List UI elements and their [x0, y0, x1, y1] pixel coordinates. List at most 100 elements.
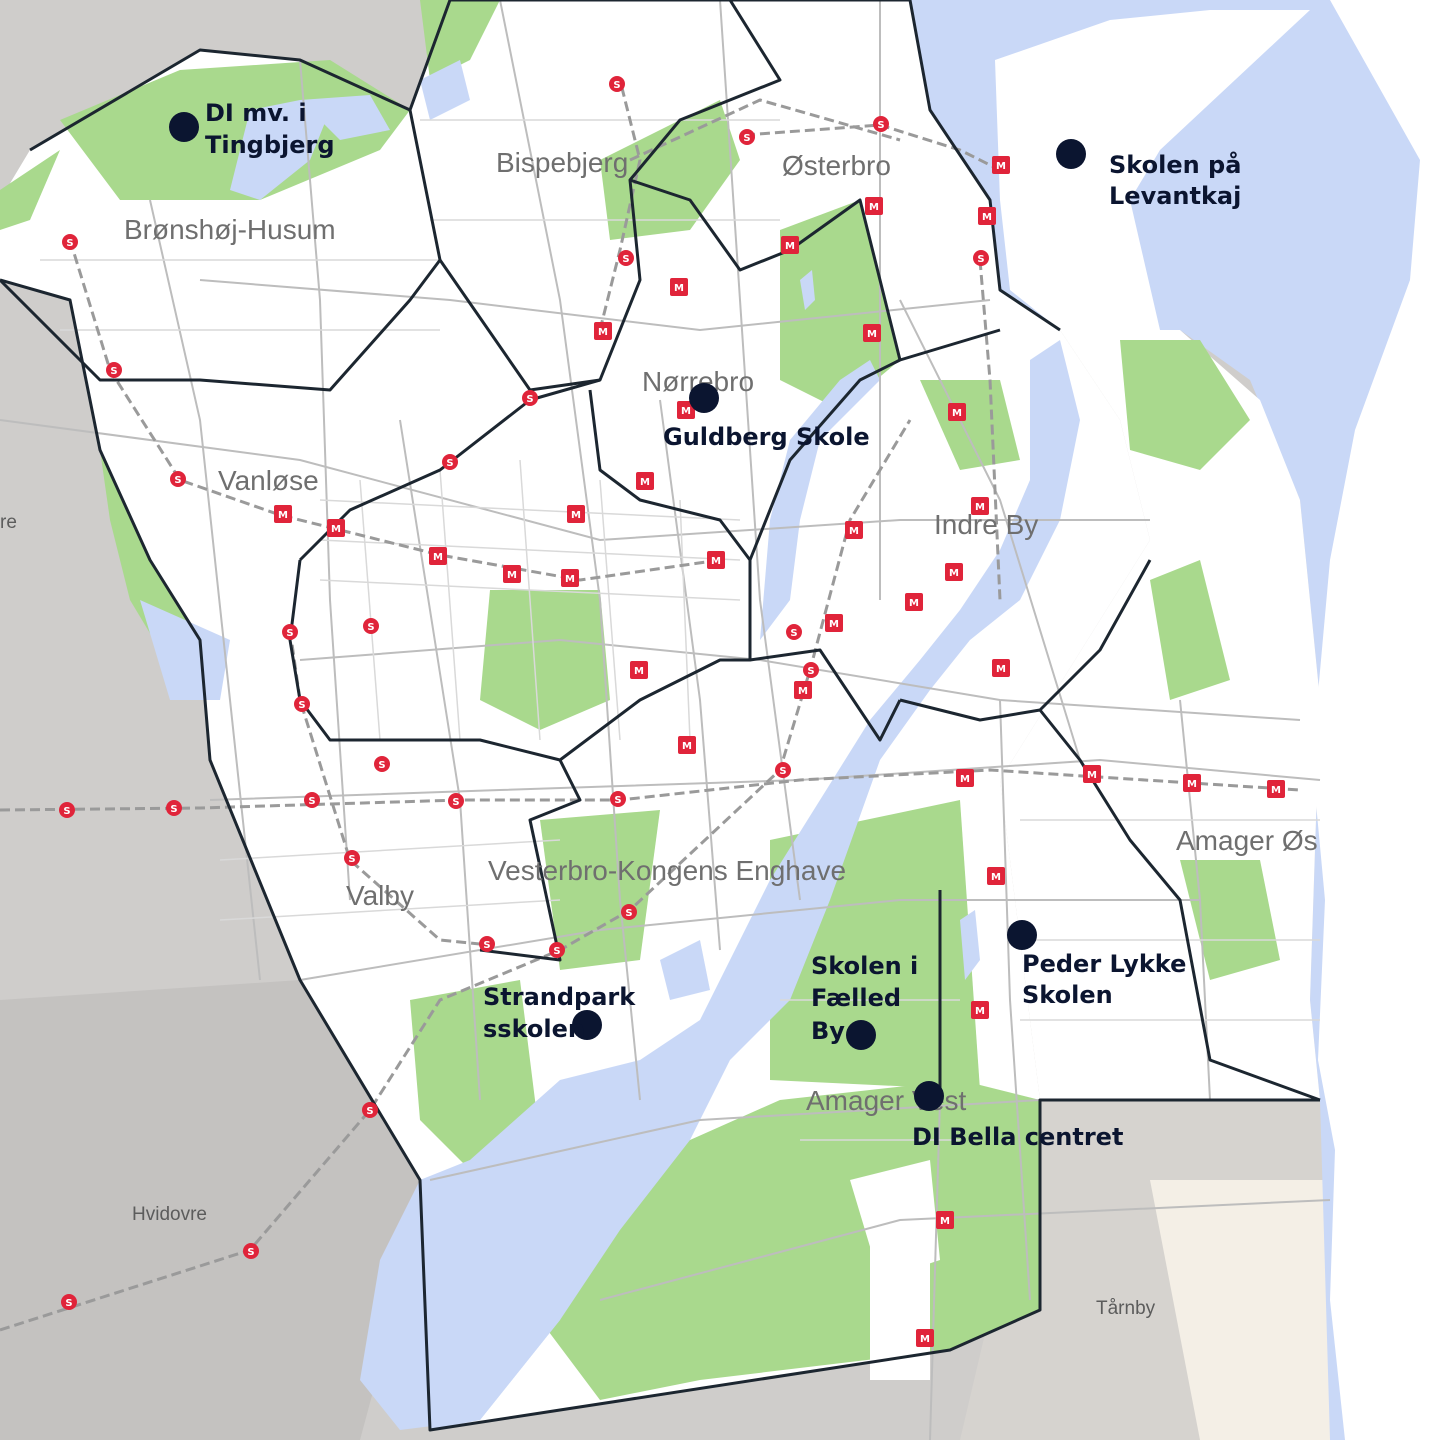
school-label-tingbjerg-line1: DI mv. i [205, 99, 307, 127]
school-label-levantkaj-line2: Levantkaj [1109, 182, 1241, 210]
s-station: S [294, 696, 310, 712]
svg-text:S: S [366, 1106, 373, 1117]
metro-station: M [781, 236, 799, 254]
s-station: S [873, 116, 889, 132]
svg-text:M: M [996, 664, 1006, 675]
metro-station: M [845, 521, 863, 539]
metro-station: M [916, 1329, 934, 1347]
svg-text:M: M [1087, 770, 1097, 781]
svg-text:M: M [949, 568, 959, 579]
metro-station: M [561, 569, 579, 587]
svg-text:M: M [711, 556, 721, 567]
metro-stations: M M M M M M M M M M M M M M M M M M M M … [274, 156, 1285, 1347]
svg-text:S: S [298, 700, 305, 711]
metro-station: M [863, 324, 881, 342]
s-station: S [803, 662, 819, 678]
district-label-osterbro: Østerbro [782, 150, 891, 181]
school-marker-faelled-by[interactable] [846, 1020, 876, 1050]
svg-text:M: M [598, 327, 608, 338]
school-label-strandpark-line1: Strandpark [483, 983, 636, 1011]
school-labels: DI mv. i Tingbjerg Skolen på Levantkaj G… [205, 99, 1241, 1151]
sand-area [1150, 1180, 1340, 1440]
s-station: S [621, 904, 637, 920]
school-marker-peder-lykke[interactable] [1007, 920, 1037, 950]
minor-roads [40, 119, 1320, 1141]
metro-station: M [987, 867, 1005, 885]
svg-text:S: S [977, 254, 984, 265]
svg-text:M: M [991, 872, 1001, 883]
svg-text:M: M [909, 598, 919, 609]
svg-text:M: M [849, 526, 859, 537]
school-marker-strandpark[interactable] [572, 1010, 602, 1040]
s-station: S [61, 1294, 77, 1310]
svg-text:M: M [682, 741, 692, 752]
svg-text:M: M [1271, 785, 1281, 796]
svg-text:S: S [613, 80, 620, 91]
school-label-peder-lykke-line1: Peder Lykke [1022, 950, 1186, 978]
svg-text:M: M [674, 283, 684, 294]
school-label-levantkaj-line1: Skolen på [1109, 150, 1241, 179]
svg-text:S: S [367, 622, 374, 633]
school-marker-bella-centret[interactable] [914, 1081, 944, 1111]
svg-text:M: M [982, 212, 992, 223]
metro-station: M [670, 278, 688, 296]
metro-station: M [936, 1211, 954, 1229]
svg-text:S: S [348, 854, 355, 865]
district-boundaries [0, 0, 1321, 1432]
district-labels: Bispebjerg Østerbro Brønshøj-Husum Nørre… [0, 147, 1318, 1319]
s-station: S [618, 250, 634, 266]
district-label-vesterbro-kongens-enghave: Vesterbro-Kongens Enghave [488, 855, 846, 886]
metro-station: M [567, 505, 585, 523]
s-station: S [170, 471, 186, 487]
metro-station: M [794, 681, 812, 699]
svg-text:S: S [378, 760, 385, 771]
svg-text:S: S [66, 238, 73, 249]
metro-station: M [594, 322, 612, 340]
svg-text:S: S [790, 628, 797, 639]
s-train-stations: S S S S S S S S S S S S S S S S S S S S … [59, 76, 989, 1310]
svg-text:S: S [308, 796, 315, 807]
school-label-faelled-line1: Skolen i [811, 952, 918, 980]
svg-text:M: M [278, 510, 288, 521]
area-label-tarnby: Tårnby [1096, 1298, 1156, 1319]
metro-station: M [865, 197, 883, 215]
district-label-vanlose: Vanløse [218, 465, 319, 496]
s-station: S [344, 850, 360, 866]
s-station: S [59, 802, 75, 818]
svg-text:S: S [553, 946, 560, 957]
school-label-guldberg: Guldberg Skole [663, 423, 870, 451]
school-marker-guldberg[interactable] [689, 383, 719, 413]
metro-station: M [1083, 765, 1101, 783]
metro-station: M [825, 614, 843, 632]
svg-text:M: M [1187, 779, 1197, 790]
svg-text:S: S [286, 628, 293, 639]
s-station: S [62, 234, 78, 250]
svg-text:M: M [640, 477, 650, 488]
svg-text:M: M [960, 774, 970, 785]
svg-text:M: M [571, 510, 581, 521]
metro-station: M [327, 519, 345, 537]
school-markers [169, 112, 1086, 1111]
svg-text:M: M [433, 552, 443, 563]
svg-text:M: M [785, 241, 795, 252]
metro-station: M [992, 659, 1010, 677]
metro-station: M [707, 551, 725, 569]
school-label-peder-lykke-line2: Skolen [1022, 981, 1113, 1009]
svg-text:S: S [170, 804, 177, 815]
svg-text:S: S [483, 940, 490, 951]
svg-text:M: M [798, 686, 808, 697]
metro-station: M [971, 497, 989, 515]
s-station: S [243, 1243, 259, 1259]
svg-text:S: S [625, 908, 632, 919]
school-marker-levantkaj[interactable] [1056, 139, 1086, 169]
school-marker-tingbjerg[interactable] [169, 112, 199, 142]
s-station: S [362, 1102, 378, 1118]
svg-text:M: M [940, 1216, 950, 1227]
svg-text:M: M [565, 574, 575, 585]
school-label-tingbjerg-line2: Tingbjerg [205, 131, 335, 159]
svg-text:M: M [331, 524, 341, 535]
school-label-faelled-line2: Fælled [811, 984, 901, 1012]
s-station: S [304, 792, 320, 808]
